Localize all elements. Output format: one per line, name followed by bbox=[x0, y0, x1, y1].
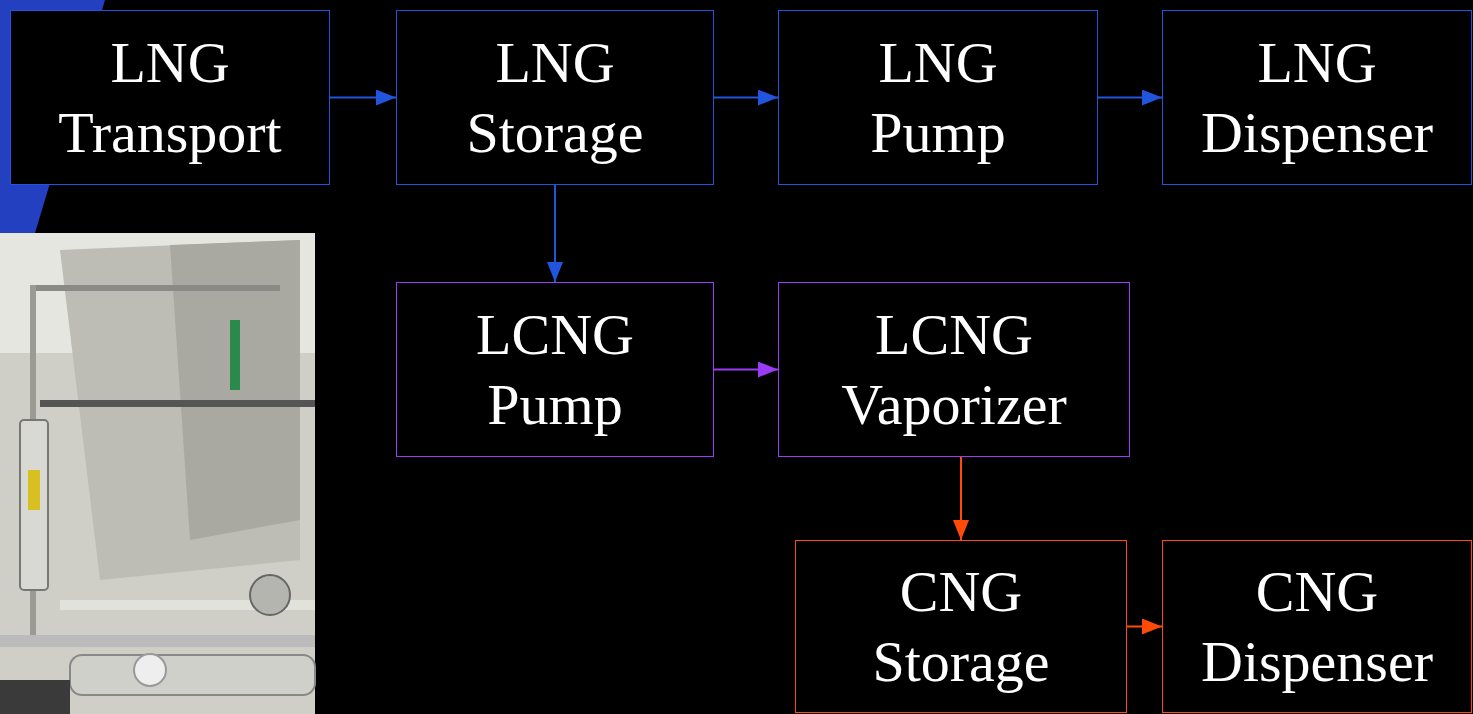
process-box: LNG Transport bbox=[10, 10, 330, 185]
flow-arrow bbox=[714, 369, 778, 371]
box-label: LNG Pump bbox=[870, 28, 1005, 167]
process-box: LCNG Pump bbox=[396, 282, 714, 457]
flow-arrow bbox=[1127, 626, 1162, 628]
box-label: LNG Transport bbox=[58, 28, 281, 167]
process-box: LNG Pump bbox=[778, 10, 1098, 185]
process-box: LNG Storage bbox=[396, 10, 714, 185]
process-box: CNG Dispenser bbox=[1162, 540, 1472, 713]
flow-arrow bbox=[1098, 97, 1162, 99]
box-label: LNG Storage bbox=[466, 28, 643, 167]
box-label: CNG Storage bbox=[872, 557, 1049, 696]
equipment-photo bbox=[0, 233, 315, 714]
flow-arrow bbox=[960, 457, 962, 540]
process-box: CNG Storage bbox=[795, 540, 1127, 713]
box-label: LNG Dispenser bbox=[1201, 28, 1433, 167]
box-label: LCNG Pump bbox=[476, 300, 634, 439]
box-label: LCNG Vaporizer bbox=[841, 300, 1066, 439]
process-box: LCNG Vaporizer bbox=[778, 282, 1130, 457]
flow-arrow bbox=[714, 97, 778, 99]
process-box: LNG Dispenser bbox=[1162, 10, 1472, 185]
flow-arrow bbox=[330, 97, 396, 99]
box-label: CNG Dispenser bbox=[1201, 557, 1433, 696]
flow-arrow bbox=[554, 185, 556, 282]
